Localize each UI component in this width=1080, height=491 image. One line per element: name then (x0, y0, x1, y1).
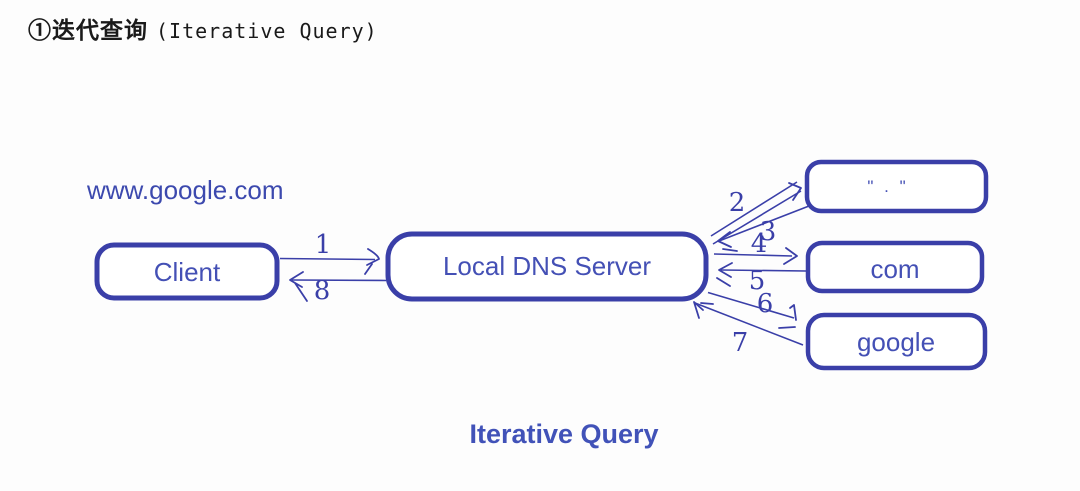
title-english: (Iterative Query) (156, 19, 378, 43)
arrow-1-head-icon (364, 248, 380, 275)
com-server-label: com (870, 254, 919, 284)
arrow-8-head-icon (289, 271, 308, 302)
arrow-4-line (713, 253, 793, 257)
arrow-2-line (710, 181, 802, 245)
arrow-3-line (718, 205, 810, 242)
arrow-8-line (291, 279, 387, 282)
root-server-box (804, 159, 989, 214)
node-com-server: com (805, 240, 985, 294)
client-box (94, 242, 280, 301)
arrow-1-line (279, 257, 376, 261)
arrow-4-head-icon (783, 247, 798, 265)
arrow-2-number: 2 (729, 188, 746, 218)
root-server-label: " . " (867, 177, 908, 196)
arrow-5-line (720, 269, 807, 272)
arrow-4-dns-to-com: 4 (713, 229, 798, 265)
arrow-3-head-icon (717, 231, 738, 252)
arrow-6-head-icon (778, 304, 797, 329)
arrow-5-head-icon (716, 262, 733, 287)
node-google-server: google (805, 312, 988, 371)
arrow-2-head-icon (788, 182, 802, 201)
local-dns-server-box (385, 231, 709, 302)
google-server-label: google (857, 327, 935, 357)
arrow-6-number: 6 (757, 289, 774, 319)
client-label: Client (154, 257, 221, 287)
local-dns-server-label: Local DNS Server (443, 251, 651, 281)
query-domain-label: www.google.com (86, 175, 284, 205)
arrow-7-head-icon (693, 301, 714, 319)
arrow-7-number: 7 (732, 328, 749, 358)
arrow-1-number: 1 (315, 230, 332, 260)
node-root-server: " . " (804, 159, 989, 214)
arrow-6-dns-to-google: 6 (707, 289, 797, 329)
arrow-3-root-to-dns: 3 (717, 205, 810, 252)
node-local-dns-server: Local DNS Server (385, 231, 709, 302)
page-title: ①迭代查询 (Iterative Query) (28, 11, 378, 45)
arrow-5-number: 5 (749, 266, 766, 296)
arrow-6-line (707, 291, 795, 319)
arrow-7-line (694, 302, 804, 346)
arrow-2-dns-to-root: 2 (710, 181, 802, 245)
arrow-8-number: 8 (314, 276, 331, 306)
node-client: Client (94, 242, 280, 301)
arrow-8-dns-to-client: 8 (289, 271, 387, 306)
arrow-1-client-to-dns: 1 (279, 230, 380, 275)
google-server-box (805, 312, 988, 371)
arrow-3-number: 3 (760, 217, 777, 247)
arrow-5-com-to-dns: 5 (716, 262, 807, 296)
arrow-7-google-to-dns: 7 (693, 301, 804, 358)
diagram-caption: Iterative Query (469, 419, 658, 449)
title-chinese: ①迭代查询 (28, 17, 148, 43)
com-server-box (805, 240, 985, 294)
arrow-4-number: 4 (751, 229, 768, 259)
